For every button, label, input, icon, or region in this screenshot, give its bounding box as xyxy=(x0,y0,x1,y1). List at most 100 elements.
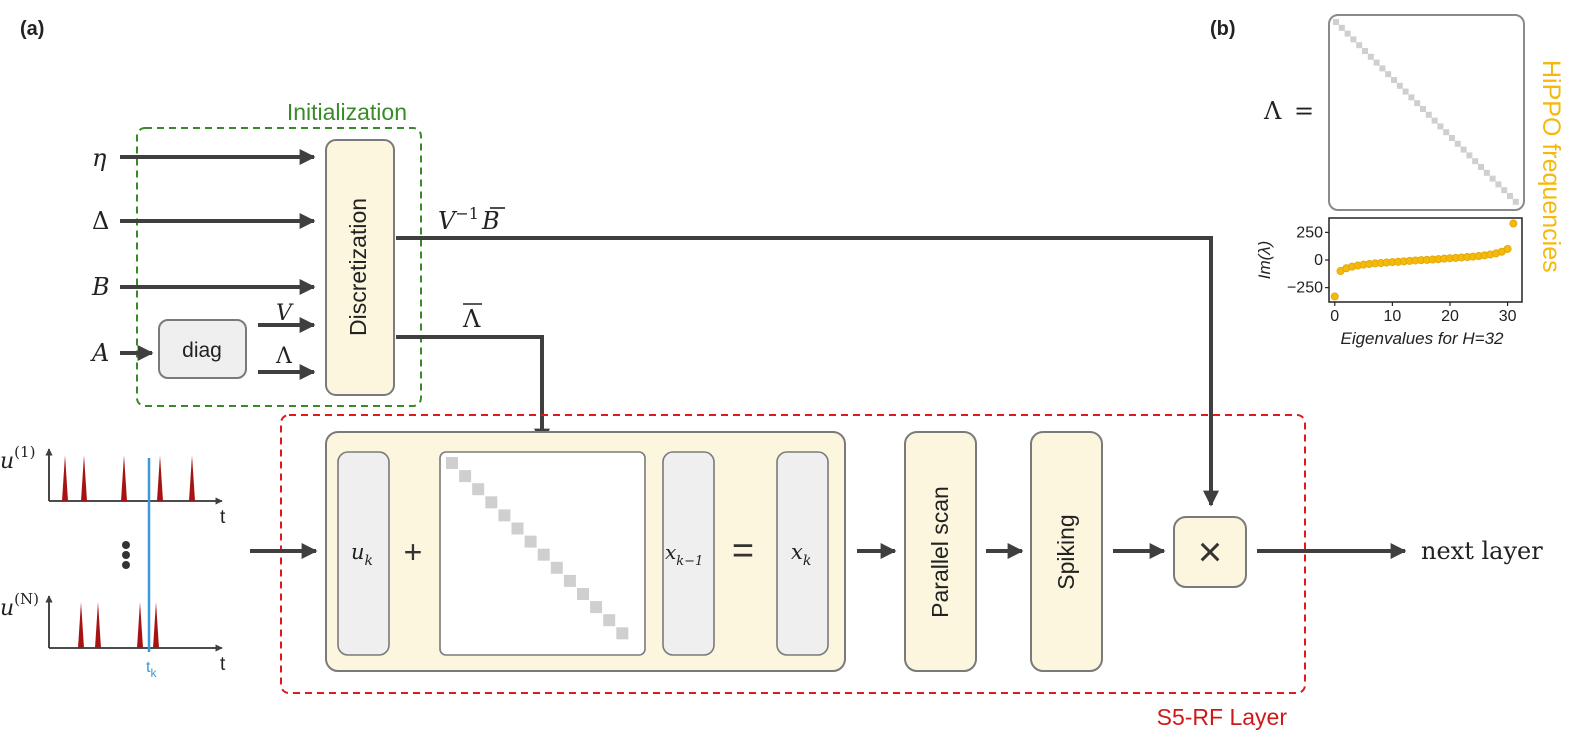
chart-y-tick-label: −250 xyxy=(1287,280,1323,297)
matrix-b-diagonal-cell xyxy=(1385,71,1392,78)
ellipsis-dot xyxy=(122,541,130,549)
matrix-b-diagonal-cell xyxy=(1414,100,1421,107)
matrix-b-diagonal-cell xyxy=(1460,146,1467,153)
u1-label: u(1) xyxy=(0,443,35,474)
matrix-diagonal-cell xyxy=(616,627,629,640)
matrix-b-diagonal-cell xyxy=(1512,198,1519,205)
panel-label-a: (a) xyxy=(20,18,44,40)
spike xyxy=(95,602,101,648)
parallel-scan-label: Parallel scan xyxy=(927,486,953,618)
chart-ticks: 0 10 20 30 250 0 −250 xyxy=(1287,224,1517,325)
chart-y-axis-label: Im(λ) xyxy=(1255,241,1274,280)
matrix-b-diagonal-cell xyxy=(1478,164,1484,170)
discretization-box xyxy=(325,139,395,396)
matrix-diagonal-cell xyxy=(446,457,458,469)
matrix-b-diagonal-cell xyxy=(1449,135,1455,141)
matrix-b-diagonal-cell xyxy=(1501,187,1508,194)
s5rf-layer-border xyxy=(280,414,1306,694)
matrix-b-diagonal-cell xyxy=(1350,36,1357,43)
chart-x-tick-label: 20 xyxy=(1441,308,1459,325)
matrix-diagonal-cell xyxy=(550,561,563,574)
arrow-vinv-b xyxy=(396,236,1219,507)
matrix-b-diagonal-cell xyxy=(1431,117,1438,124)
xk-vector xyxy=(776,451,829,656)
matrix-b-diagonal-cell xyxy=(1344,30,1351,37)
matrix-b-diagonal-cell xyxy=(1483,169,1490,176)
matrix-diagonal-cell xyxy=(498,509,511,522)
tk-label: tk xyxy=(146,659,157,680)
chart-x-tick-label: 0 xyxy=(1330,308,1339,325)
plus-sign: + xyxy=(404,534,423,570)
v-label: V xyxy=(276,301,294,326)
a-label: A xyxy=(90,339,109,367)
parallel-scan-box xyxy=(904,431,977,672)
matrix-diagonal-cell xyxy=(603,614,616,627)
spiking-box xyxy=(1030,431,1103,672)
chart-point xyxy=(1330,292,1339,301)
matrix-b-diagonal-cell xyxy=(1396,82,1403,89)
diag-label: diag xyxy=(182,339,222,362)
matrix-b-diagonal-cell xyxy=(1454,140,1461,147)
matrix-b-diagonal-cell xyxy=(1362,48,1368,54)
matrix-b-diagonal-cell xyxy=(1391,77,1397,83)
matrix-b-diagonal-cell xyxy=(1367,53,1374,60)
spike-train-u1: u(1) t xyxy=(0,443,226,528)
matrix-b-diagonal-cell xyxy=(1379,65,1386,72)
matrix-b-diagonal-cell xyxy=(1425,111,1432,118)
matrix-diagonal-cell xyxy=(459,470,472,483)
matrix-diagonal-cell xyxy=(537,548,550,561)
lambda-matrix-b-diagonal xyxy=(1333,19,1519,205)
uk-label: uk xyxy=(351,540,373,569)
matrix-diagonal-cell xyxy=(524,535,537,548)
spike xyxy=(157,455,163,501)
spike xyxy=(62,455,68,501)
next-layer-label: next layer xyxy=(1421,537,1543,565)
matrix-b-diagonal-cell xyxy=(1495,181,1502,188)
uk-vector xyxy=(337,451,390,656)
lambda-label: Λ xyxy=(275,344,293,369)
lambda-eq-sign: = xyxy=(1294,97,1314,125)
matrix-b-diagonal-cell xyxy=(1373,59,1380,66)
matrix-diagonal-cell xyxy=(511,522,524,535)
spike xyxy=(137,602,143,648)
spike xyxy=(153,602,159,648)
b-label: B xyxy=(91,273,110,301)
initialization-title: Initialization xyxy=(287,99,407,125)
chart-points xyxy=(1330,219,1518,301)
matrix-b-diagonal-cell xyxy=(1472,158,1479,165)
spike xyxy=(78,602,84,648)
xk-minus-1-label: xk−1 xyxy=(665,540,703,569)
matrix-b-diagonal-cell xyxy=(1356,42,1363,49)
eta-label: η xyxy=(92,144,107,172)
matrix-b-diagonal-cell xyxy=(1507,193,1513,199)
matrix-diagonal-cell xyxy=(577,588,589,600)
chart-y-tick-label: 0 xyxy=(1314,252,1323,269)
s5rf-layer-title: S5-RF Layer xyxy=(1157,704,1288,730)
multiply-box xyxy=(1173,516,1247,588)
matrix-b-diagonal-cell xyxy=(1402,88,1409,95)
matrix-b-diagonal-cell xyxy=(1338,24,1345,31)
chart-x-tick-label: 10 xyxy=(1383,308,1401,325)
delta-label: Δ xyxy=(92,207,109,235)
chart-x-axis-label: Eigenvalues for H=32 xyxy=(1340,329,1504,348)
chart-x-tick-label: 30 xyxy=(1499,308,1517,325)
spike xyxy=(81,455,87,501)
hippo-frequencies-label: HiPPO frequencies xyxy=(1537,60,1565,273)
u1-t-label: t xyxy=(220,507,226,528)
arrow-lambda-bar xyxy=(396,335,550,445)
matrix-diagonal-cell xyxy=(485,496,498,509)
matrix-diagonal-cell xyxy=(590,601,603,614)
chart-point xyxy=(1509,219,1518,228)
diag-box xyxy=(158,319,247,379)
matrix-diagonal-cell xyxy=(472,483,485,496)
ellipsis-dot xyxy=(122,551,130,559)
lambda-bar-label: Λ xyxy=(462,305,481,333)
panel-label-b: (b) xyxy=(1210,18,1236,40)
matrix-b-diagonal-cell xyxy=(1333,19,1339,25)
chart-y-tick-label: 250 xyxy=(1296,224,1323,241)
xk-minus-1-vector xyxy=(662,451,715,656)
spike xyxy=(121,455,127,501)
xk-label: xk xyxy=(791,540,811,569)
